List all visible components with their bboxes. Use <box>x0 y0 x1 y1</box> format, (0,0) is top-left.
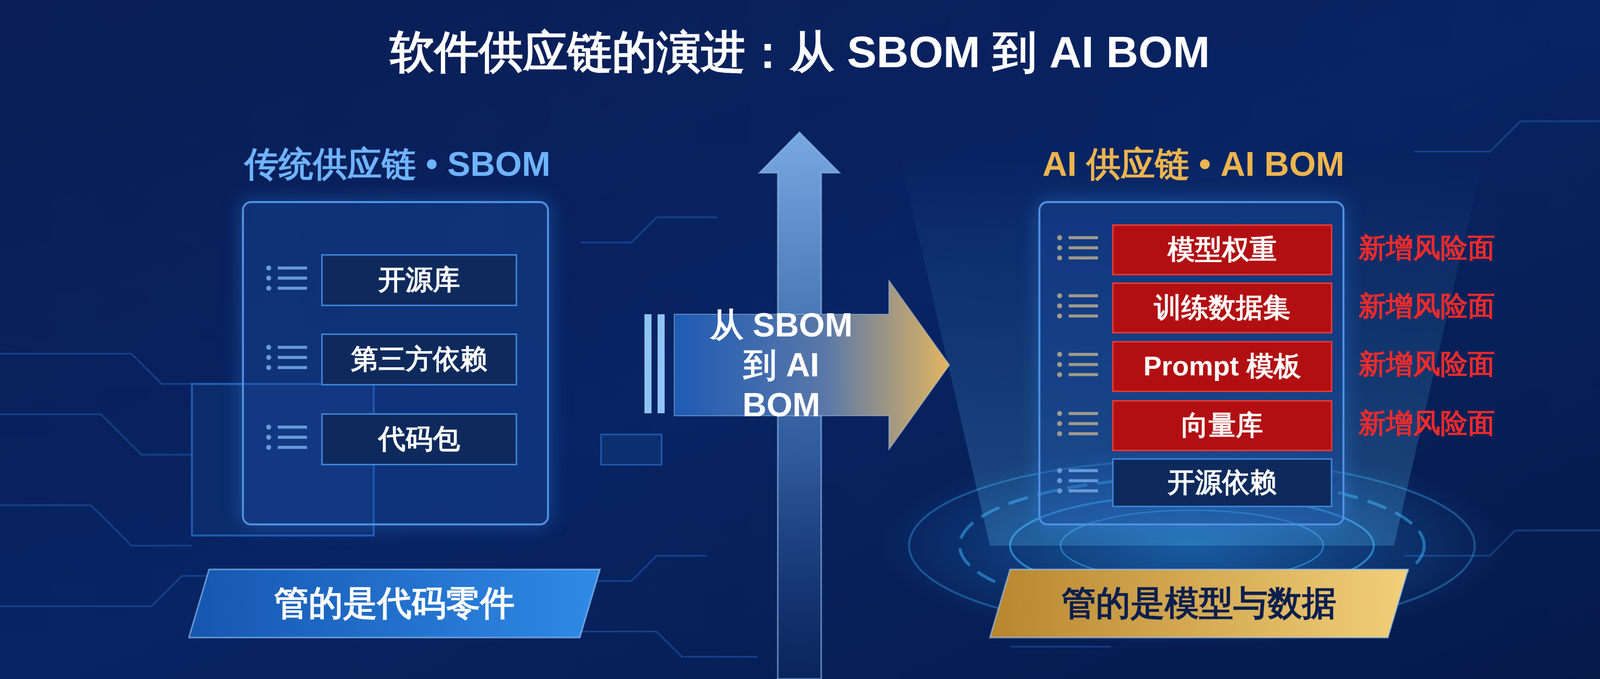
transition-arrow: 从 SBOM 到 AI BOM <box>674 280 950 450</box>
arrow-polygon <box>674 280 950 450</box>
risk-tag: 新增风险面 <box>1358 405 1495 442</box>
band-parallelogram <box>188 569 600 638</box>
arrow-label: 从 SBOM 到 AI BOM <box>700 305 863 426</box>
arrow-bar <box>657 314 665 414</box>
box-label: 训练数据集 <box>1154 289 1291 327</box>
risk-component-box: 模型权重 <box>1112 224 1333 276</box>
risk-tag: 新增风险面 <box>1358 229 1495 267</box>
aibom-panel: 模型权重训练数据集Prompt 模板向量库开源依赖AI 供应链 • AI BOM <box>1038 201 1345 526</box>
component-box: 代码包 <box>321 413 518 466</box>
box-label: 模型权重 <box>1167 231 1277 269</box>
risk-component-box: Prompt 模板 <box>1112 340 1333 392</box>
summary-band: 管的是代码零件 <box>188 569 600 638</box>
box-label: Prompt 模板 <box>1143 347 1302 385</box>
box-label: 管的是代码零件 <box>274 580 515 627</box>
panel-heading: 传统供应链 • SBOM <box>183 141 612 188</box>
title: 软件供应链的演进：从 SBOM 到 AI BOM <box>0 22 1600 83</box>
panel-heading: AI 供应链 • AI BOM <box>979 141 1408 188</box>
arrow-bar <box>644 314 652 414</box>
box-label: 开源库 <box>378 261 461 299</box>
component-box: 开源依赖 <box>1112 458 1333 508</box>
sbom-panel: 开源库第三方依赖代码包传统供应链 • SBOM <box>241 201 549 526</box>
box-label: 管的是模型与数据 <box>1061 580 1337 627</box>
box-label: 第三方依赖 <box>351 340 488 378</box>
summary-band: 管的是模型与数据 <box>989 569 1409 638</box>
list-icons <box>266 235 1098 494</box>
band-parallelogram <box>989 569 1409 638</box>
box-label: 代码包 <box>378 420 461 458</box>
chip <box>601 434 662 465</box>
component-box: 开源库 <box>321 254 518 307</box>
risk-tag: 新增风险面 <box>1358 287 1495 325</box>
risk-component-box: 训练数据集 <box>1112 282 1333 334</box>
component-box: 第三方依赖 <box>321 333 518 386</box>
risk-component-box: 向量库 <box>1112 400 1333 452</box>
box-label: 向量库 <box>1181 407 1264 444</box>
risk-tag: 新增风险面 <box>1358 345 1495 383</box>
box-label: 开源依赖 <box>1167 464 1277 502</box>
